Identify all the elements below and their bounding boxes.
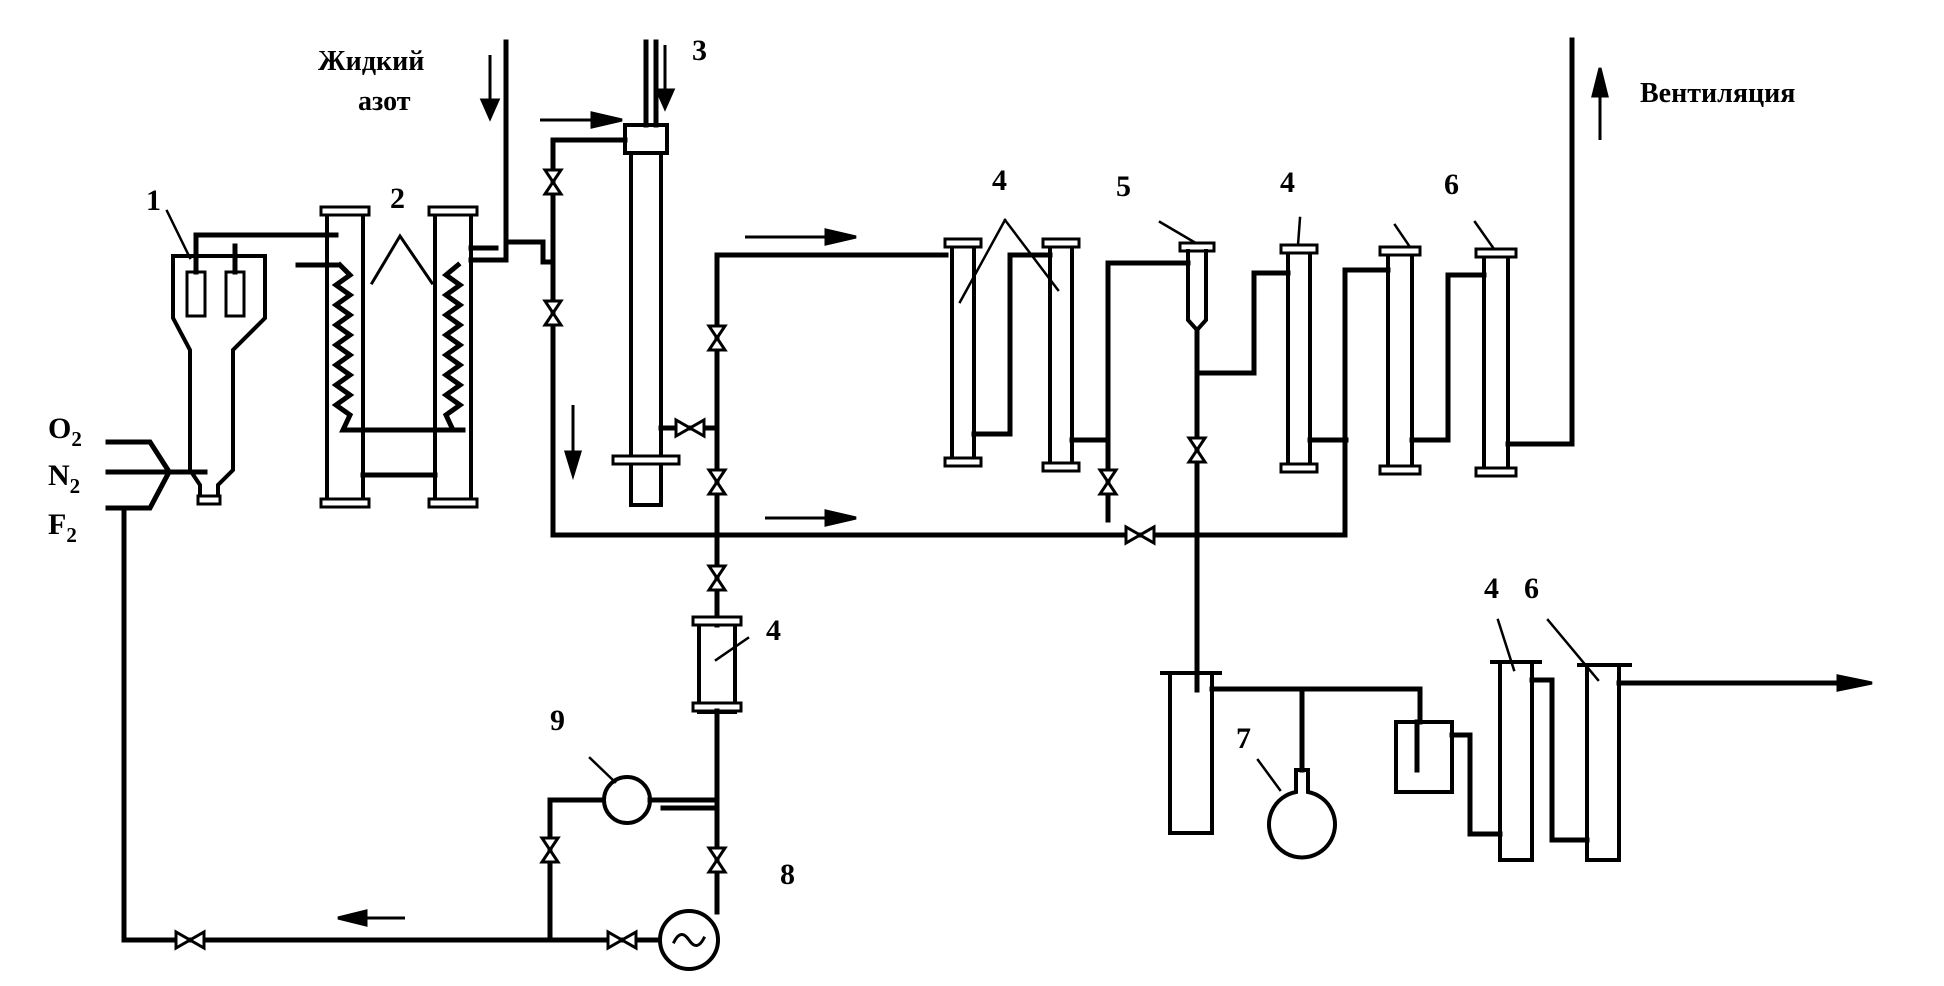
liquid-nitrogen-label-line1: Жидкий [318, 46, 424, 77]
valve-icon [707, 324, 727, 352]
n2-subscript: 2 [70, 474, 81, 498]
valve-icon [540, 836, 560, 864]
unit-number-6-bottom-right: 6 [1524, 572, 1539, 605]
flask-unit-7 [1267, 768, 1337, 860]
unit-number-3: 3 [692, 34, 707, 67]
unit-number-6-upper: 6 [1444, 168, 1459, 201]
valve-icon [674, 418, 706, 438]
f2-label: F2 [48, 508, 77, 547]
f2-symbol: F [48, 508, 66, 541]
gas-inlet-manifold [105, 439, 665, 943]
unit-number-7: 7 [1236, 722, 1251, 755]
valve-icon [543, 299, 563, 327]
pump-unit-8 [658, 867, 720, 971]
valve-icon [1124, 525, 1156, 545]
valve-icon [1187, 436, 1207, 464]
unit-number-2: 2 [390, 182, 405, 215]
flowmeter-unit-9 [602, 775, 720, 825]
o2-subscript: 2 [71, 427, 82, 451]
unit-number-5: 5 [1116, 170, 1131, 203]
absorbers-unit-4-and-6 [1279, 37, 1575, 538]
valve-icon [707, 564, 727, 592]
separator-unit-5 [1178, 241, 1291, 693]
liquid-nitrogen-label-line2: азот [358, 86, 411, 117]
valve-icon [606, 930, 638, 950]
n2-symbol: N [48, 459, 70, 492]
unit-number-4-lower: 4 [766, 614, 781, 647]
arrow-left-icon [337, 909, 405, 927]
ventilation-label: Вентиляция [1640, 78, 1795, 109]
arrow-down-icon [654, 45, 676, 112]
cooled-traps-unit-2 [295, 39, 556, 509]
valve-icon [1098, 468, 1118, 496]
arrow-down-icon [479, 55, 501, 122]
arrow-right-icon [745, 228, 857, 246]
o2-label: O2 [48, 412, 82, 451]
unit-number-9: 9 [550, 704, 565, 737]
valve-icon [707, 846, 727, 874]
middle-vertical-line [547, 252, 949, 943]
arrow-right-icon [540, 111, 623, 129]
arrow-up-icon [1591, 67, 1609, 140]
unit-number-8: 8 [780, 858, 795, 891]
unit-number-4-right: 4 [1280, 166, 1295, 199]
arrow-right-icon [765, 509, 857, 527]
absorbers-unit-4-pair [943, 237, 1191, 523]
unit-number-4-pair: 4 [992, 164, 1007, 197]
arrow-right-icon [1836, 674, 1873, 692]
electrolyzer-unit-1 [171, 232, 339, 506]
f2-subscript: 2 [66, 523, 77, 547]
valve-icon [543, 168, 563, 196]
arrow-down-icon [563, 405, 583, 481]
condenser-column-unit-3 [550, 39, 1348, 538]
leader-lines [165, 209, 1600, 792]
o2-symbol: O [48, 412, 71, 445]
unit-number-1: 1 [146, 184, 161, 217]
flow-arrows [337, 45, 1873, 927]
valve-icon [174, 930, 206, 950]
n2-label: N2 [48, 459, 80, 498]
valve-icon [707, 468, 727, 496]
lower-right-assembly [1160, 660, 1853, 862]
unit-number-4-bottom-right: 4 [1484, 572, 1499, 605]
